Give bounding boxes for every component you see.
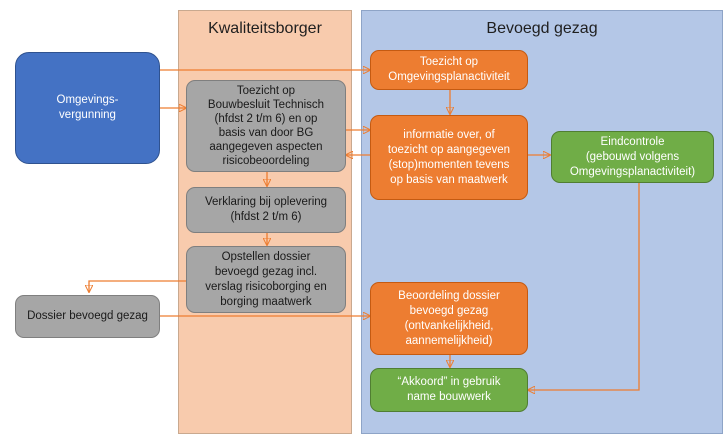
verklaring-oplevering-label: Verklaring bij oplevering (hfdst 2 t/m 6…: [204, 196, 328, 223]
informatie-toezicht-label: informatie over, of toezicht op aangegev…: [387, 128, 511, 186]
eindcontrole-box: Eindcontrole (gebouwd volgens Omgevingsp…: [551, 131, 714, 183]
lane-title-bevoegd-gezag: Bevoegd gezag: [486, 20, 598, 37]
toezicht-omgevingsplan-box: Toezicht op Omgevingsplanactiviteit: [370, 50, 528, 90]
eindcontrole-label: Eindcontrole (gebouwd volgens Omgevingsp…: [569, 135, 696, 178]
dossier-bevoegd-gezag-label: Dossier bevoegd gezag: [27, 310, 148, 322]
arrow-opstellen-to-dossier: [89, 280, 186, 292]
akkoord-gebruik-box: “Akkoord” in gebruik name bouwwerk: [370, 368, 528, 412]
dossier-bevoegd-gezag-box: Dossier bevoegd gezag: [15, 295, 160, 338]
opstellen-dossier-box: Opstellen dossier bevoegd gezag incl. ve…: [186, 246, 346, 313]
toezicht-bouwbesluit-label: Toezicht op Bouwbesluit Technisch (hfdst…: [207, 85, 325, 167]
opstellen-dossier-label: Opstellen dossier bevoegd gezag incl. ve…: [205, 250, 327, 308]
akkoord-gebruik-label: “Akkoord” in gebruik name bouwwerk: [397, 376, 501, 403]
verklaring-oplevering-box: Verklaring bij oplevering (hfdst 2 t/m 6…: [186, 187, 346, 233]
beoordeling-dossier-box: Beoordeling dossier bevoegd gezag (ontva…: [370, 282, 528, 355]
beoordeling-dossier-label: Beoordeling dossier bevoegd gezag (ontva…: [398, 289, 500, 347]
omgevingsvergunning-box: Omgevings- vergunning: [15, 52, 160, 164]
informatie-toezicht-box: informatie over, of toezicht op aangegev…: [370, 115, 528, 200]
lane-title-kwaliteitsborger: Kwaliteitsborger: [208, 20, 322, 37]
omgevingsvergunning-label: Omgevings- vergunning: [56, 94, 119, 121]
toezicht-bouwbesluit-box: Toezicht op Bouwbesluit Technisch (hfdst…: [186, 80, 346, 172]
toezicht-omgevingsplan-label: Toezicht op Omgevingsplanactiviteit: [388, 56, 510, 83]
